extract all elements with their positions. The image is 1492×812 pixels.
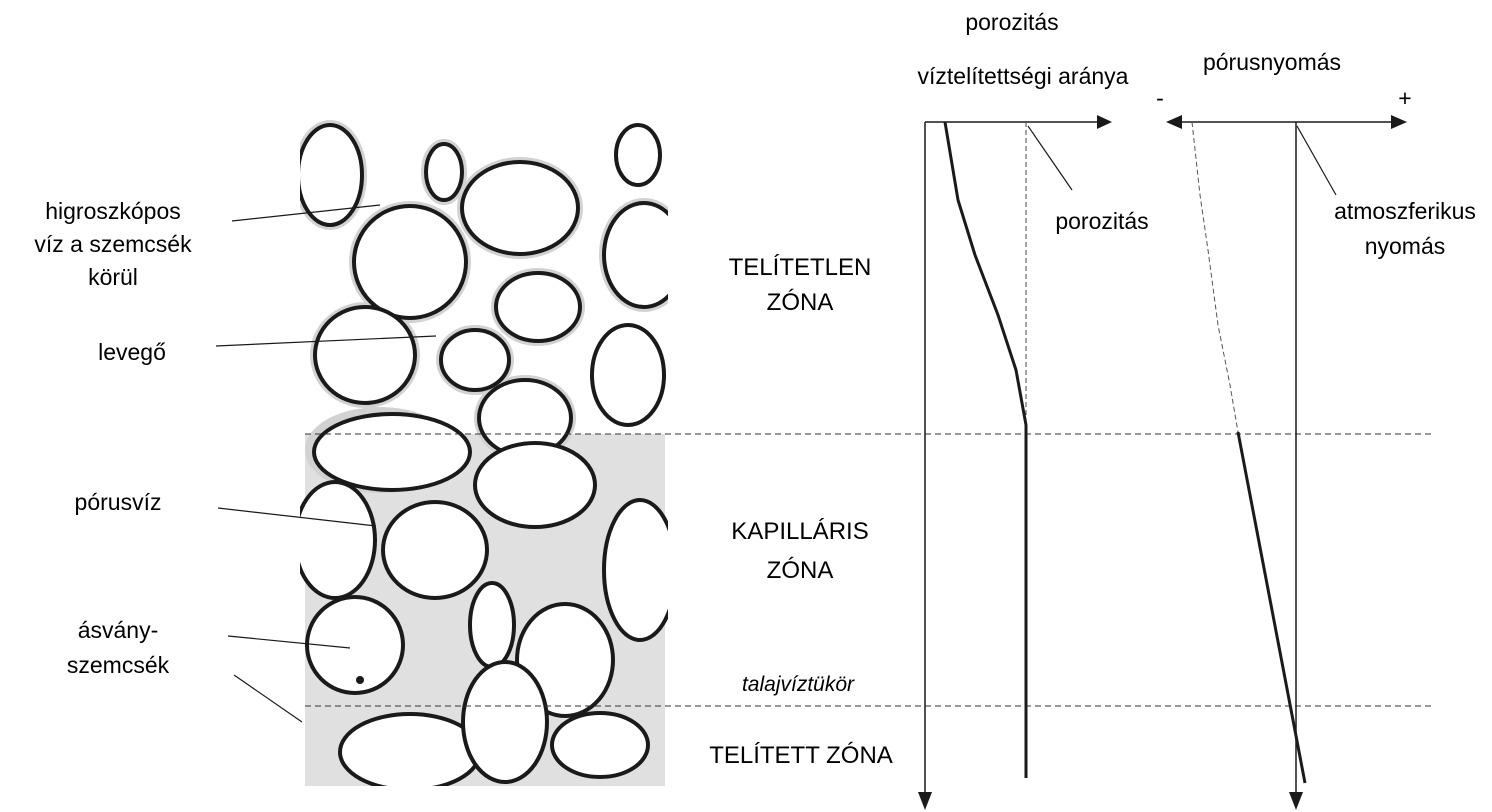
hygroscopic-label-line2: víz a szemcsék — [34, 231, 192, 257]
pore-pressure-line — [1238, 432, 1305, 783]
capillary-zone-line1: KAPILLÁRIS — [731, 518, 868, 545]
capillary-zone-line2: ZÓNA — [767, 557, 834, 584]
pore-water-label: pórusvíz — [75, 489, 162, 515]
porosity-title: porozitás — [965, 9, 1058, 35]
pore-pressure-dashed-curve — [1192, 122, 1238, 432]
pressure-axis-left-arrowhead — [1166, 115, 1182, 129]
mineral-grains-label-line2: szemcsék — [67, 652, 170, 678]
atmospheric-label-line1: atmoszferikus — [1334, 198, 1476, 224]
air-label: levegő — [98, 339, 166, 365]
hygroscopic-label-line1: higroszkópos — [45, 198, 181, 224]
minus-sign: - — [1156, 85, 1164, 111]
pressure-depth-arrowhead — [1289, 792, 1303, 810]
depth-axis-arrowhead — [918, 792, 932, 810]
pore-pressure-title: pórusnyomás — [1203, 49, 1341, 75]
unsaturated-zone-line1: TELÍTETLEN — [729, 254, 872, 281]
water-table-label: talajvíztükör — [742, 673, 855, 696]
saturation-curve — [945, 122, 1026, 778]
saturation-title: víztelítettségi aránya — [918, 63, 1129, 89]
pressure-axis-right-arrowhead — [1391, 115, 1407, 129]
unsaturated-zone-line2: ZÓNA — [767, 289, 834, 316]
hygroscopic-label-line3: körül — [88, 264, 138, 290]
mineral-grains-label-line1: ásvány- — [78, 617, 159, 643]
saturated-zone-label: TELÍTETT ZÓNA — [709, 742, 893, 769]
saturation-axis-arrowhead — [1097, 115, 1112, 129]
porosity-curve-label: porozitás — [1055, 208, 1148, 234]
atmospheric-label-line2: nyomás — [1365, 233, 1446, 259]
plus-sign: + — [1398, 85, 1411, 111]
